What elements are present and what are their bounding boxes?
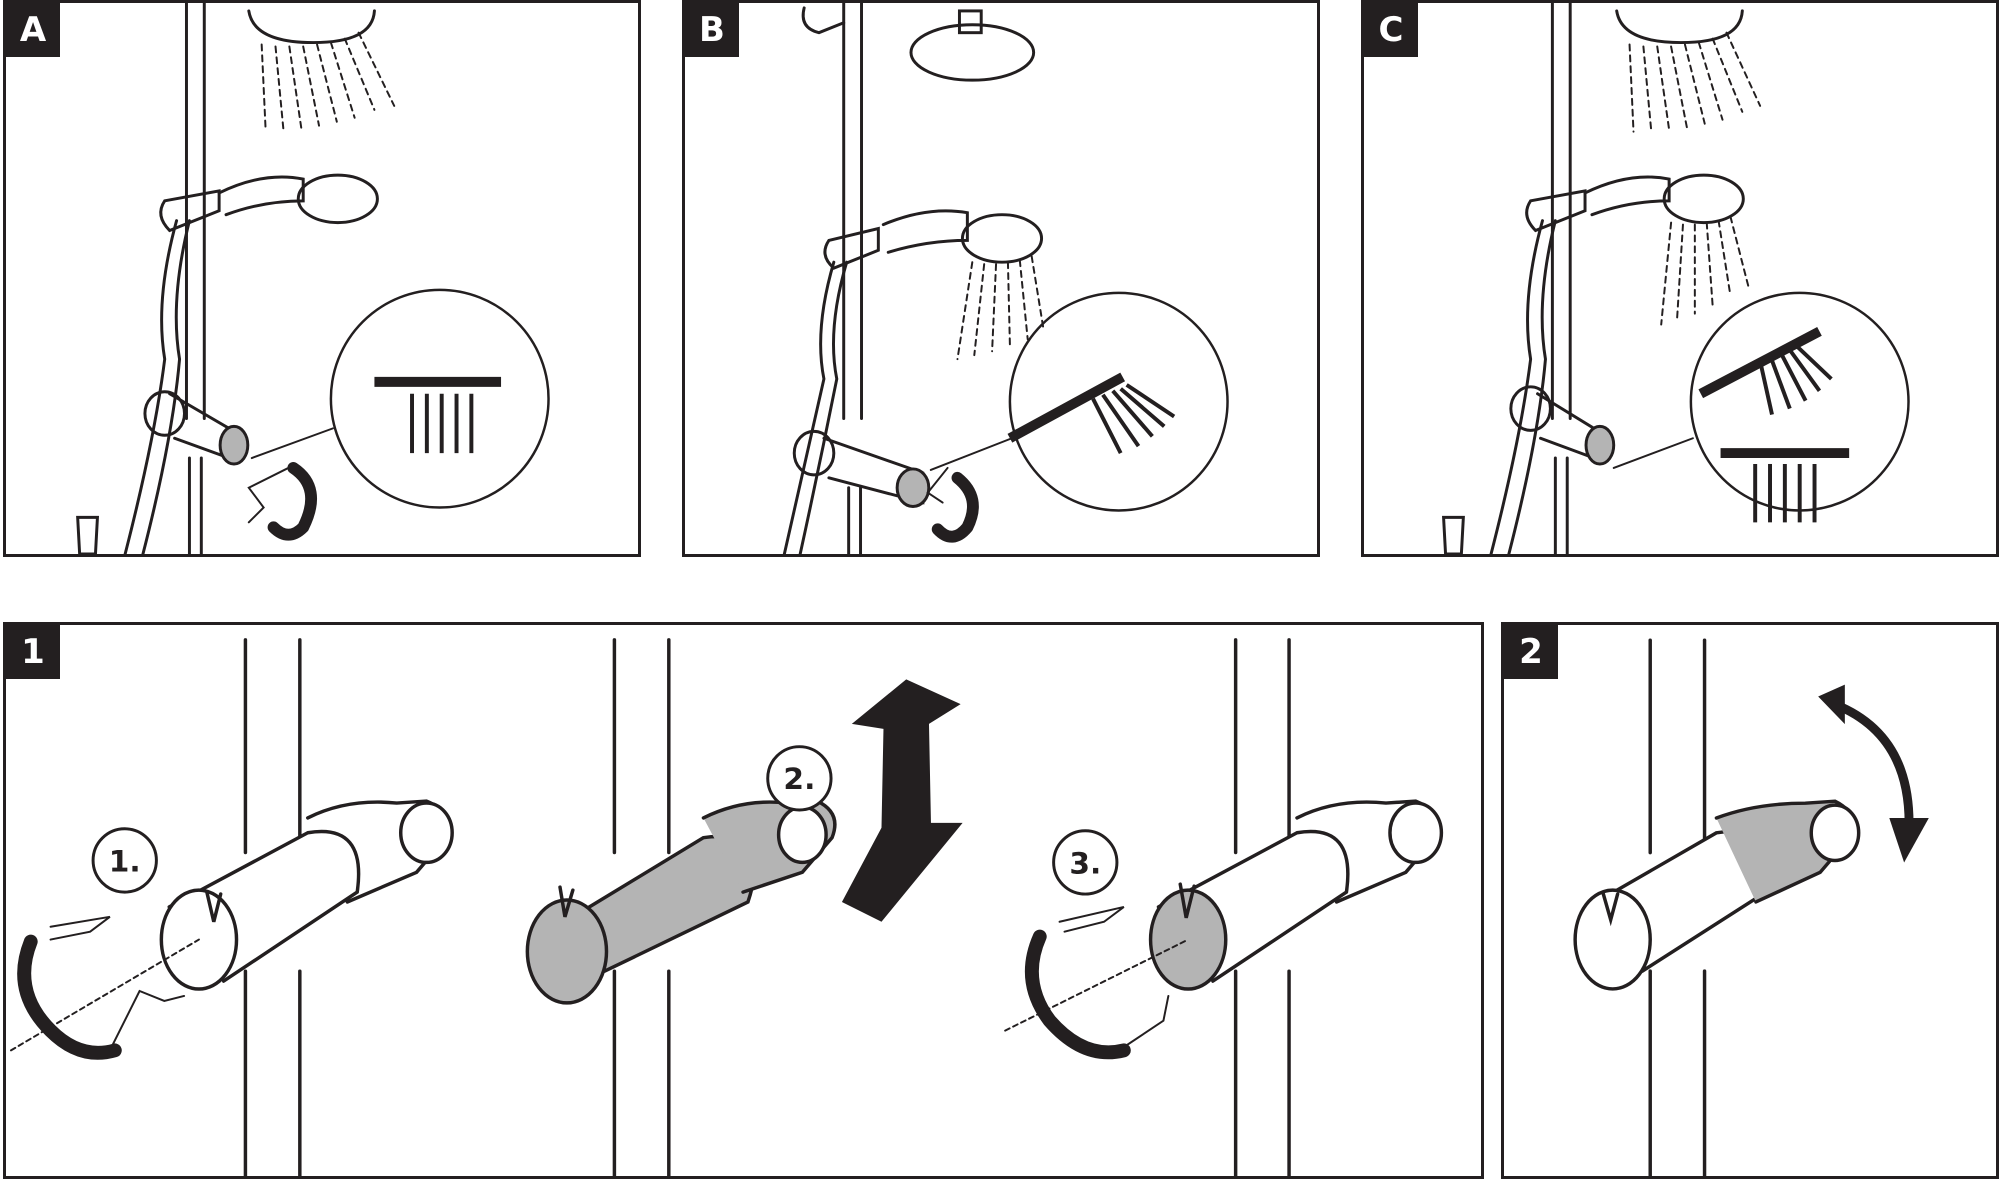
svg-text:2.: 2. [783,761,815,796]
angled-spray-icon [1007,372,1176,454]
rain-spray-icon [374,376,502,454]
slider-knob [1148,888,1228,991]
overhead-shower-head [909,23,1036,82]
panel-1-label: 1 [6,625,60,679]
overhead-shower-head [247,9,376,45]
slider-knob [525,898,609,1005]
hand-shower-head [296,173,379,225]
panel-step-1: 1 1. [3,622,1484,1179]
panel-b-label: B [685,3,739,57]
panel-a-illustration [76,3,550,554]
double-vertical-arrow-icon [841,679,963,922]
step-1-badge: 1. [91,827,158,894]
svg-text:1.: 1. [109,843,141,878]
panel-c-label: C [1364,3,1418,57]
hand-shower-head [1662,173,1745,225]
step-2-badge: 2. [766,745,833,812]
panel-c-illustration [1442,3,1910,554]
tilt-curved-arrow-icon [1818,684,1929,863]
panel-1-illustration: 1. 2. [9,638,1444,1176]
dual-spray-icon [1698,327,1850,523]
slider-knob [1573,888,1652,991]
panel-step-2: 2 [1501,622,1999,1179]
callout-circle [329,288,550,509]
hand-shower-head [960,213,1044,264]
svg-text:3.: 3. [1069,845,1101,880]
overhead-shower-head [1615,9,1744,45]
hand-spray [956,255,1045,361]
panel-a: A [3,0,641,557]
panel-2-label: 2 [1504,625,1558,679]
step-3-badge: 3. [1052,829,1119,896]
panel-a-label: A [6,3,60,57]
panel-b: B [682,0,1320,557]
overhead-spray [1628,31,1762,133]
panel-b-illustration [782,3,1229,554]
overhead-spray [260,31,396,131]
panel-c: C [1361,0,1999,557]
callout-circle [1008,291,1229,512]
hand-spray [1660,215,1750,326]
panel-2-illustration [1573,638,1929,1176]
